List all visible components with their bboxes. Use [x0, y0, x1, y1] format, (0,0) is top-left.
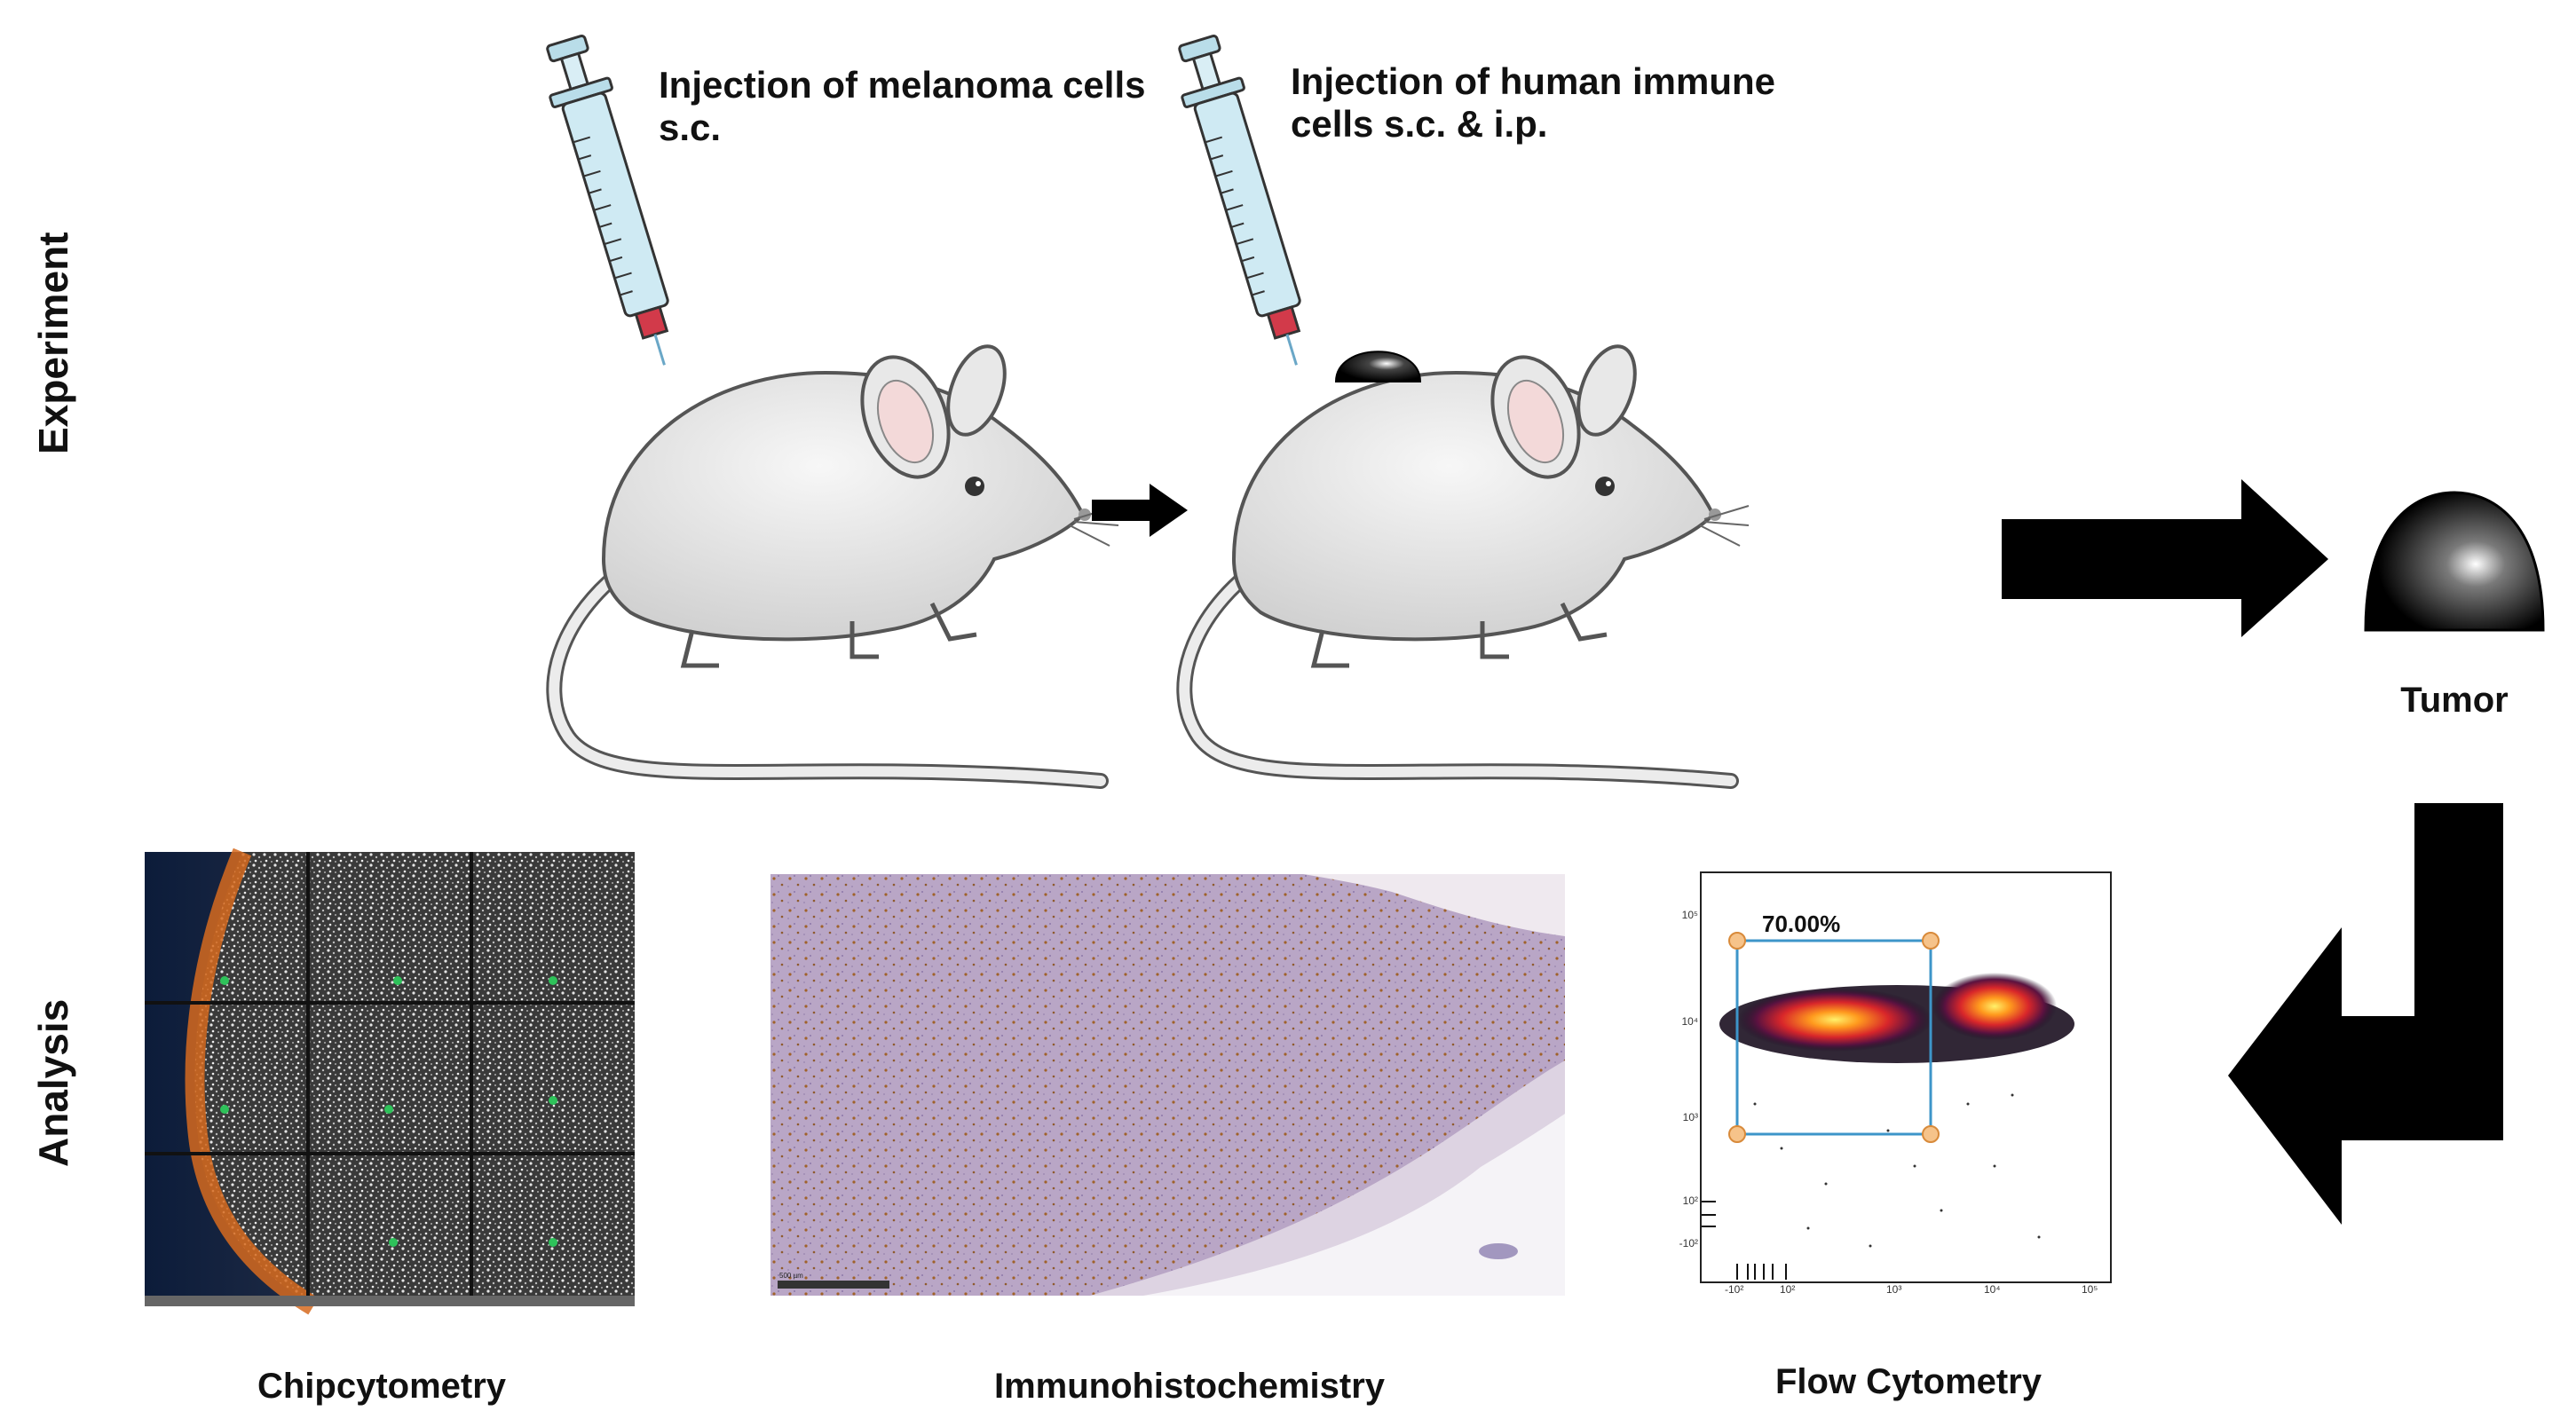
- flow-cytometry-plot: 70.00% 10⁵ 10⁴ 10³ 10² -10² -10² 10² 10³…: [1679, 871, 2112, 1296]
- tumor-label: Tumor: [2400, 681, 2509, 720]
- y-tick: 10⁴: [1681, 1015, 1698, 1028]
- x-tick: 10⁵: [2082, 1283, 2098, 1296]
- flow-dots: [1702, 932, 2074, 1280]
- chipcytometry-caption: Chipcytometry: [257, 1367, 507, 1406]
- syringe-icon: [546, 35, 669, 366]
- chipcytometry-image: [145, 847, 635, 1315]
- ihc-scale-bar-label: 500 µm: [779, 1272, 803, 1280]
- flow-y-axis: 10⁵ 10⁴ 10³ 10² -10²: [1671, 873, 1698, 1281]
- y-tick: 10⁵: [1681, 909, 1698, 921]
- flow-x-axis: -10² 10² 10³ 10⁴ 10⁵: [1702, 1283, 2110, 1301]
- tumor-icon: [2364, 491, 2545, 632]
- x-tick: 10⁴: [1984, 1283, 2001, 1296]
- y-tick: 10²: [1682, 1194, 1698, 1207]
- arrow-right-icon: [1092, 484, 1188, 537]
- ihc-caption: Immunohistochemistry: [993, 1367, 1386, 1406]
- injection-1-label: Injection of melanoma cells s.c.: [659, 64, 1146, 148]
- injection-2-label: Injection of human immune cells s.c. & i…: [1291, 60, 1776, 145]
- x-tick: 10³: [1886, 1283, 1902, 1296]
- x-tick: 10²: [1780, 1283, 1796, 1296]
- row-label-experiment: Experiment: [30, 232, 76, 454]
- gate-percentage: 70.00%: [1762, 911, 1841, 937]
- ihc-image: 500 µm: [770, 874, 1565, 1296]
- x-tick: -10²: [1725, 1283, 1744, 1296]
- mouse-icon: [546, 344, 1119, 789]
- row-label-analysis: Analysis: [30, 998, 76, 1167]
- mouse-with-tumor-icon: [1176, 344, 1750, 789]
- syringe-icon: [1178, 35, 1301, 366]
- flow-cytometry-caption: Flow Cytometry: [1774, 1362, 2043, 1401]
- y-tick: 10³: [1682, 1111, 1698, 1123]
- arrow-return-icon: [2228, 803, 2503, 1225]
- arrow-right-large-icon: [2002, 479, 2328, 637]
- y-tick: -10²: [1679, 1237, 1698, 1250]
